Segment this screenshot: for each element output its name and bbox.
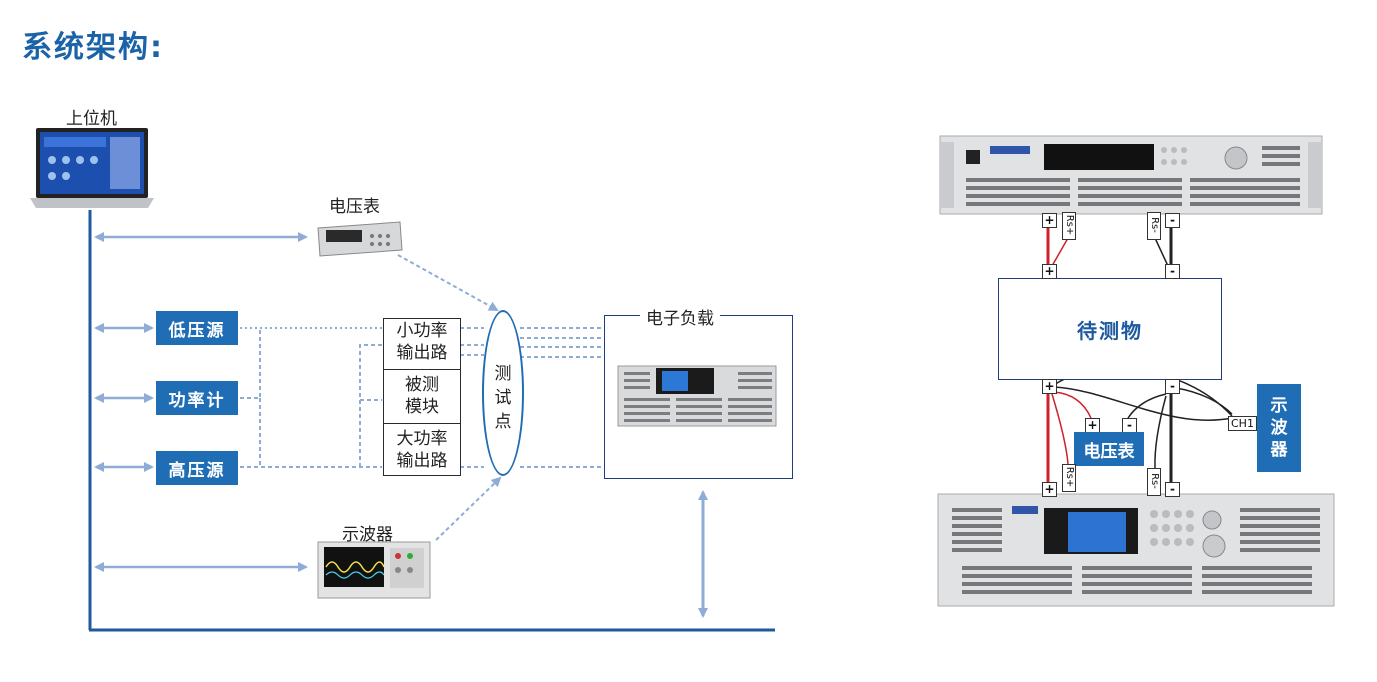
small-power-line2: 输出路 <box>396 343 448 363</box>
dut-bottom-plus-terminal: + <box>1042 379 1057 394</box>
ch1-tag: CH1 <box>1228 416 1257 431</box>
oscilloscope-device-icon <box>317 541 431 599</box>
voltmeter-label: 电压表 <box>329 197 380 217</box>
ps-rs-minus-tag: Rs- <box>1147 212 1161 240</box>
right-scope-char1: 示 <box>1270 396 1288 416</box>
host-label: 上位机 <box>66 109 117 129</box>
small-power-line1: 小功率 <box>396 321 448 341</box>
test-point-label: 测 试 点 <box>486 362 520 434</box>
test-point-ellipse <box>482 310 524 476</box>
test-point-char2: 试 <box>494 388 512 408</box>
electronic-load-label: 电子负载 <box>640 304 720 329</box>
load-rs-plus-text: Rs+ <box>1064 466 1075 488</box>
ps-rs-plus-tag: Rs+ <box>1062 212 1076 240</box>
power-meter-box: 功率计 <box>156 381 238 415</box>
test-point-char1: 测 <box>494 364 512 384</box>
dut-box: 待测物 <box>998 278 1222 380</box>
dut-module-cell: 被测模块 <box>384 369 460 422</box>
large-power-line2: 输出路 <box>396 450 448 471</box>
dut-top-minus-terminal: - <box>1165 264 1180 279</box>
load-rs-minus-tag: Rs- <box>1147 468 1161 496</box>
module-column: 小功率输出路 被测模块 大功率输出路 <box>383 318 461 476</box>
small-power-output-cell: 小功率输出路 <box>384 318 460 366</box>
voltmeter-plus-terminal: + <box>1085 418 1100 433</box>
test-point-char3: 点 <box>494 412 512 432</box>
right-oscilloscope-box: 示 波 器 <box>1257 384 1301 472</box>
dut-top-plus-terminal: + <box>1042 264 1057 279</box>
right-voltmeter-box: 电压表 <box>1074 432 1144 466</box>
ps-minus-terminal: - <box>1165 213 1180 228</box>
large-power-output-cell: 大功率输出路 <box>384 423 460 475</box>
load-rs-minus-text: Rs- <box>1149 473 1160 489</box>
low-voltage-source-box: 低压源 <box>156 311 238 345</box>
ps-rs-plus-text: Rs+ <box>1064 214 1075 236</box>
load-minus-terminal: - <box>1165 482 1180 497</box>
load-plus-terminal: + <box>1042 482 1057 497</box>
dut-bottom-minus-terminal: - <box>1165 379 1180 394</box>
load-rs-plus-tag: Rs+ <box>1062 464 1076 492</box>
voltmeter-device-icon <box>317 221 403 257</box>
high-voltage-source-box: 高压源 <box>156 451 238 485</box>
laptop-icon <box>30 128 154 208</box>
right-scope-char3: 器 <box>1270 440 1288 460</box>
dut-module-line2: 模块 <box>405 397 439 417</box>
page-title: 系统架构: <box>22 30 164 65</box>
ps-plus-terminal: + <box>1042 213 1057 228</box>
large-power-line1: 大功率 <box>396 428 448 449</box>
ps-rs-minus-text: Rs- <box>1149 217 1160 233</box>
oscilloscope-label: 示波器 <box>342 525 393 545</box>
electronic-load-right-device-icon <box>937 493 1335 607</box>
right-scope-char2: 波 <box>1270 418 1288 438</box>
voltmeter-minus-terminal: - <box>1122 418 1137 433</box>
dut-module-line1: 被测 <box>405 375 439 395</box>
dc-power-supply-device-icon <box>939 135 1323 215</box>
electronic-load-device-icon <box>617 365 777 427</box>
electronic-load-frame <box>604 315 793 479</box>
